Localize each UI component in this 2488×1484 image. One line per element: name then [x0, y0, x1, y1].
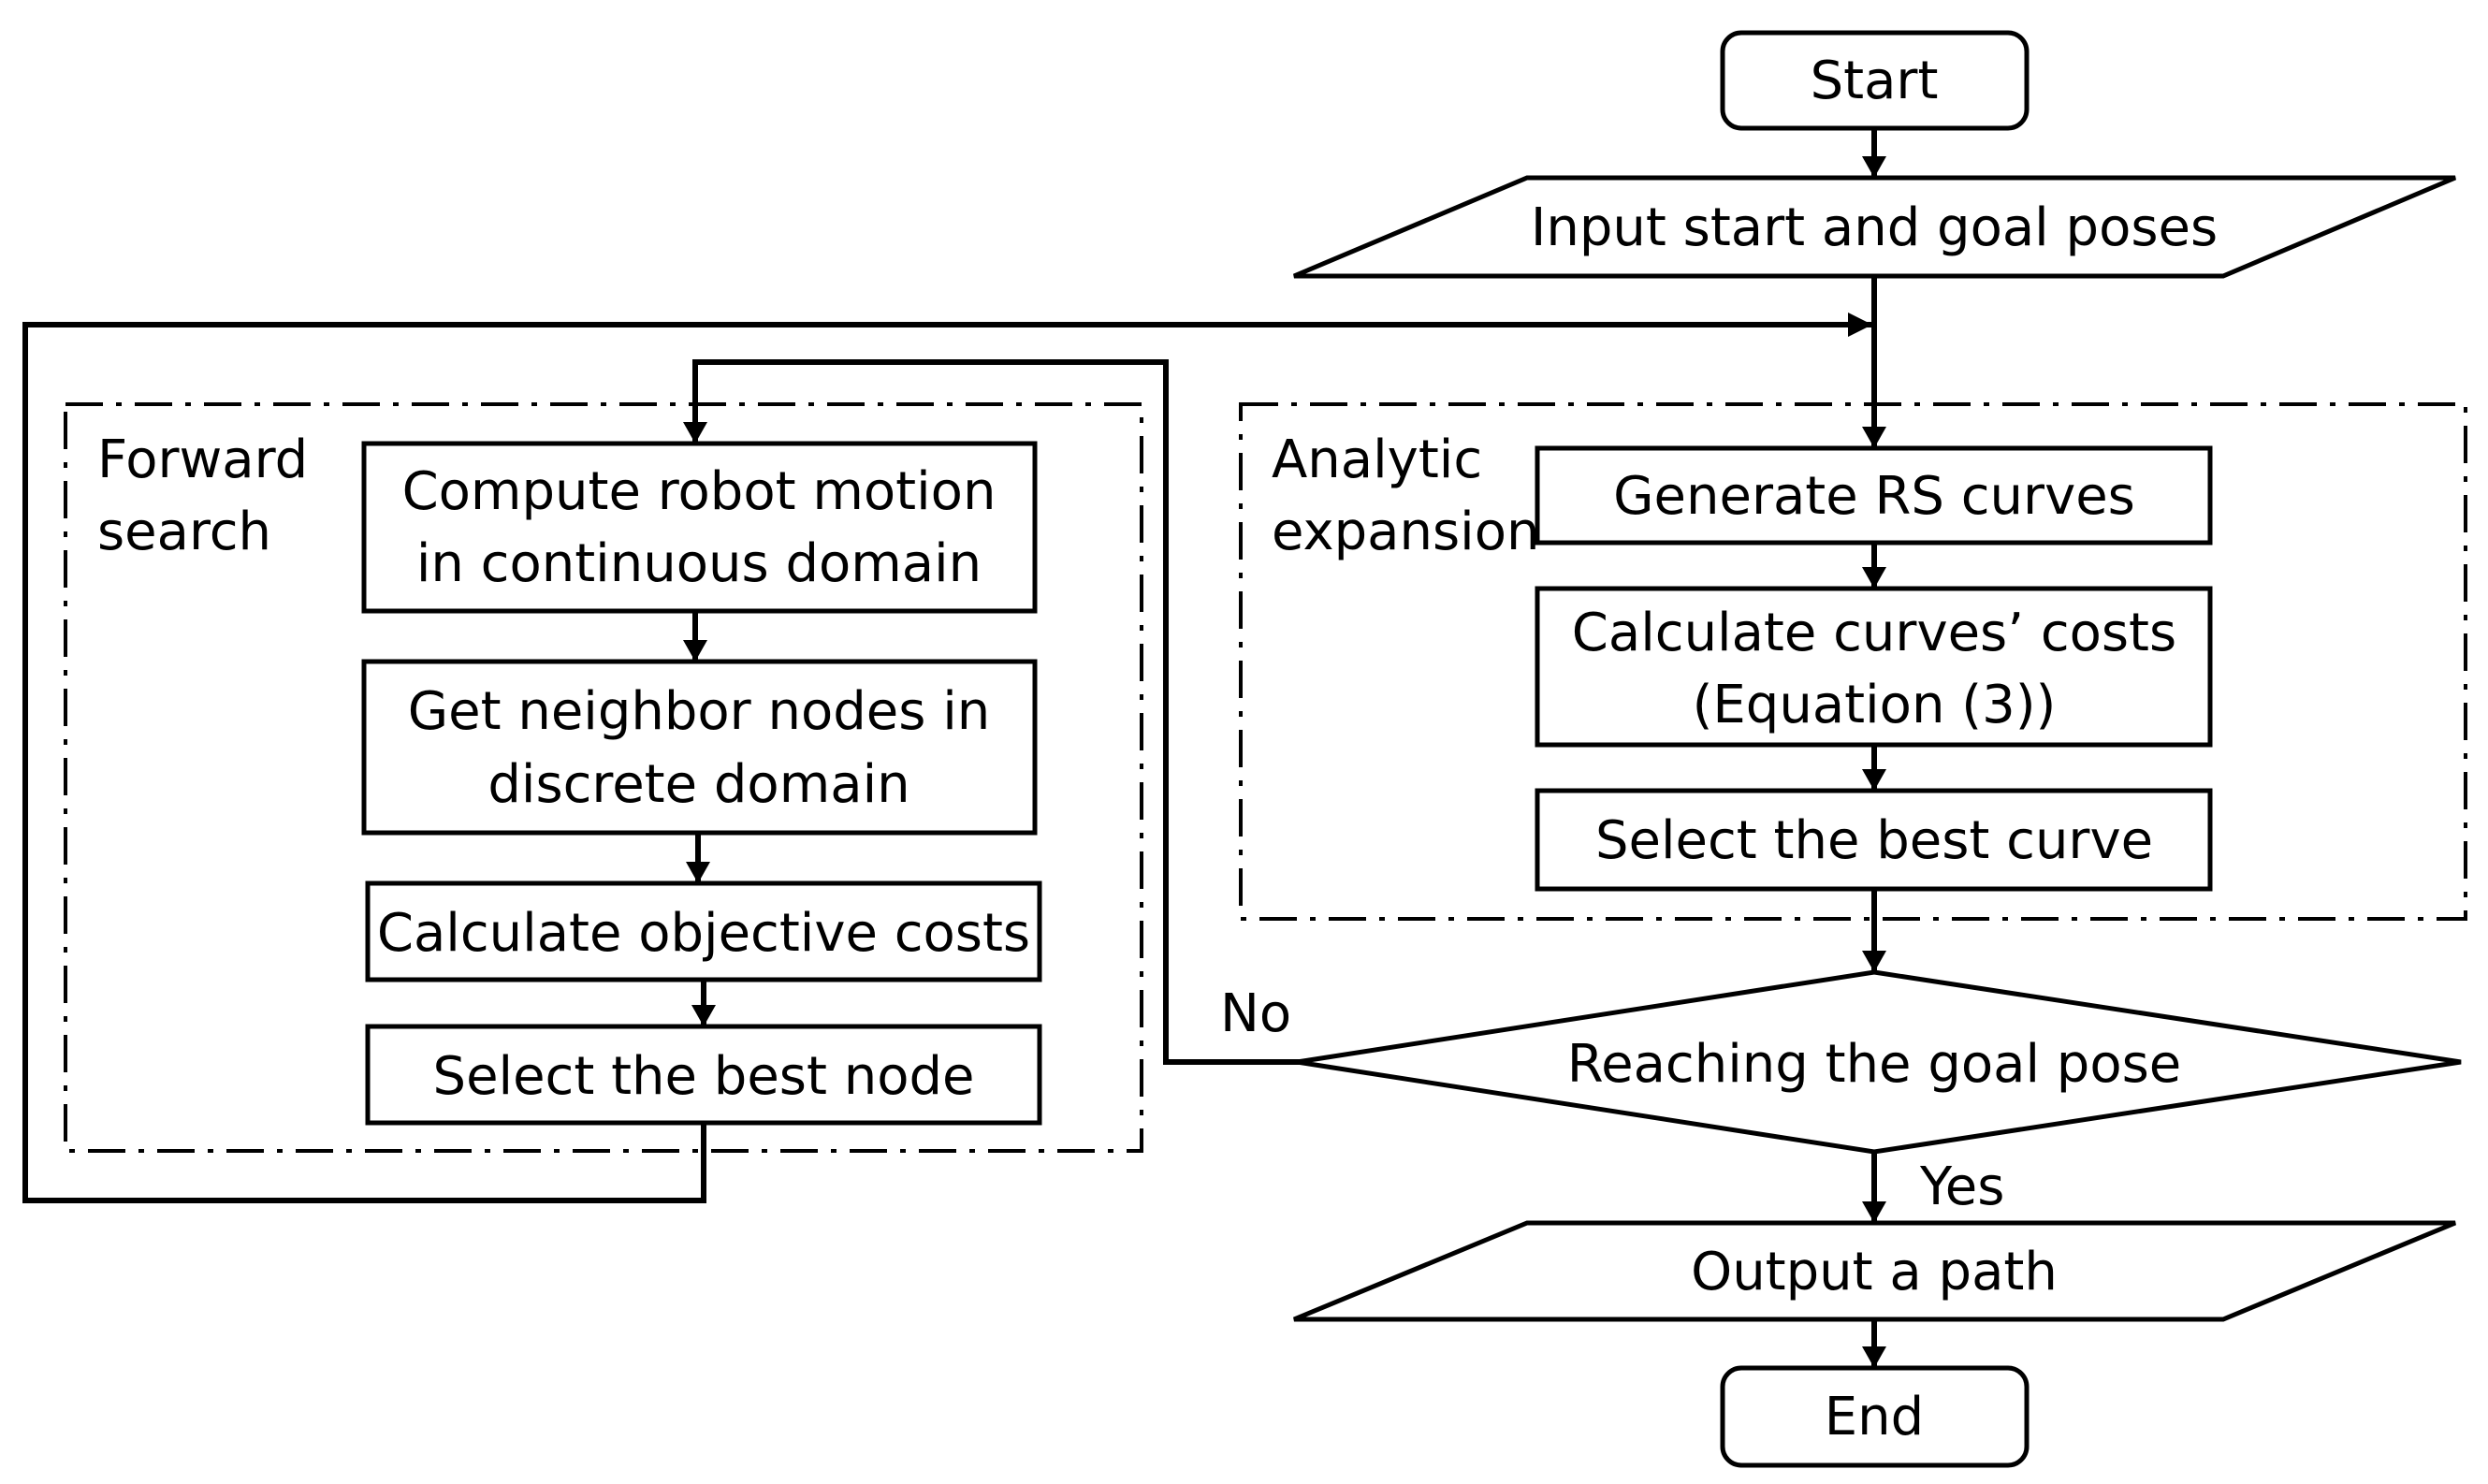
arrowhead-icon: [1848, 313, 1872, 337]
decision-node: [1296, 969, 2462, 1155]
start-node-label: Start: [1811, 51, 1939, 111]
fs-motion-label-line1: Compute robot motion: [402, 461, 997, 522]
input-node: [1293, 175, 2456, 279]
arrowhead-icon: [1862, 769, 1886, 791]
arrowhead-icon: [683, 640, 707, 662]
arrowhead-icon: [1862, 1346, 1886, 1368]
input-node-label: Input start and goal poses: [1531, 197, 2218, 258]
output-node: [1293, 1220, 2456, 1322]
start-node: [1720, 30, 2030, 131]
edge-label-no: No: [1220, 983, 1291, 1044]
fs-costs-label: Calculate objective costs: [377, 903, 1030, 964]
arrowhead-icon: [1862, 951, 1886, 972]
end-node: [1720, 1365, 2030, 1468]
ae-costs-node: [1535, 586, 2213, 748]
fs-neighbors-label-line1: Get neighbor nodes in: [408, 681, 991, 742]
fs-neighbors-node: [361, 659, 1038, 836]
ae-best-label: Select the best curve: [1595, 810, 2153, 871]
edge-label-yes: Yes: [1919, 1157, 2004, 1217]
edge-loop-back-to-junction: [22, 322, 1871, 1203]
fs-best-node: [365, 1024, 1042, 1126]
arrowhead-icon: [1862, 156, 1886, 178]
arrowheads: [683, 156, 1886, 1368]
analytic-expansion-frame: [1239, 402, 2467, 921]
edge-no-branch: [692, 359, 1301, 1065]
arrowhead-icon: [1862, 427, 1886, 448]
ae-best-node: [1535, 788, 2213, 892]
arrowhead-icon: [691, 1005, 716, 1026]
forward-search-frame: [64, 402, 1143, 1153]
ae-generate-label: Generate RS curves: [1613, 466, 2135, 527]
fs-best-label: Select the best node: [433, 1046, 975, 1107]
arrowhead-icon: [1862, 567, 1886, 589]
end-node-label: End: [1825, 1387, 1924, 1448]
forward-search-label-line1: Forward: [97, 429, 308, 490]
arrowhead-icon: [686, 862, 710, 883]
ae-generate-node: [1535, 445, 2213, 546]
analytic-expansion-label-line2: expansion: [1272, 502, 1539, 562]
ae-costs-label-line2: (Equation (3)): [1693, 675, 2057, 735]
fs-costs-node: [365, 880, 1042, 982]
fs-motion-node: [361, 441, 1038, 614]
arrowhead-icon: [683, 422, 707, 444]
ae-costs-label-line1: Calculate curves’ costs: [1572, 603, 2176, 663]
fs-motion-label-line2: in continuous domain: [416, 533, 982, 594]
decision-label: Reaching the goal pose: [1567, 1034, 2181, 1095]
output-node-label: Output a path: [1691, 1242, 2058, 1302]
analytic-expansion-label-line1: Analytic: [1272, 429, 1482, 490]
fs-neighbors-label-line2: discrete domain: [487, 754, 909, 815]
forward-search-label-line2: search: [97, 502, 271, 562]
arrowhead-icon: [1862, 1201, 1886, 1223]
